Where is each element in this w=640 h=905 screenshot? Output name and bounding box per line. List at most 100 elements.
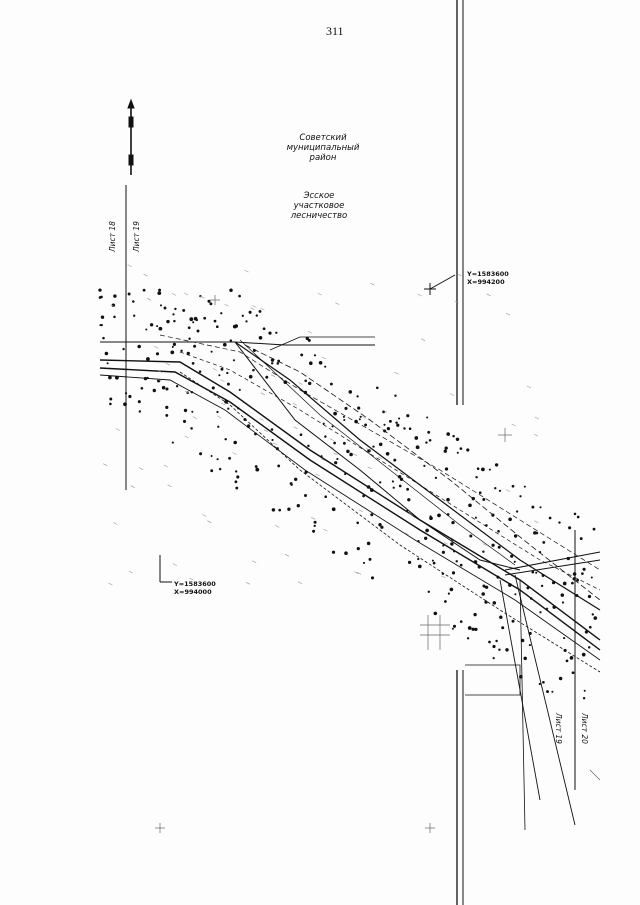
tree-dot — [122, 347, 125, 351]
hatch-stroke — [113, 522, 118, 525]
hatch-stroke — [127, 264, 132, 267]
tree-dot — [192, 321, 195, 324]
tree-dot — [469, 534, 473, 538]
tree-dot — [172, 313, 175, 316]
tree-dot — [366, 485, 371, 489]
tree-dot — [407, 560, 412, 565]
tree-dot — [313, 524, 316, 528]
hatch-stroke — [217, 415, 222, 419]
tree-dot — [488, 468, 491, 471]
tree-dot — [210, 350, 213, 353]
tree-dot — [383, 423, 386, 426]
tree-dot — [484, 600, 488, 604]
tree-dot — [199, 452, 203, 456]
hatch-stroke — [417, 293, 422, 297]
tree-dot — [270, 362, 274, 365]
tree-dot — [238, 294, 241, 298]
tree-dot — [447, 592, 450, 595]
tree-dot — [238, 388, 241, 391]
hatch-stroke — [260, 307, 265, 311]
hatch-stroke — [128, 570, 133, 574]
tree-dot — [287, 507, 291, 511]
tree-dot — [572, 572, 577, 576]
tree-dot — [265, 375, 269, 379]
tree-dot — [156, 325, 159, 328]
tree-dot — [275, 331, 278, 334]
tree-dot — [137, 344, 141, 349]
tree-dot — [254, 432, 257, 436]
tree-dot — [106, 362, 109, 365]
tree-dot — [592, 527, 596, 531]
tree-dot — [333, 441, 336, 445]
tree-dot — [566, 556, 570, 561]
hatch-stroke — [321, 458, 326, 462]
tree-dot — [247, 424, 251, 428]
tree-dot — [482, 498, 486, 501]
tree-dot — [573, 512, 577, 516]
hatch-stroke — [315, 473, 320, 477]
hatch-stroke — [163, 464, 168, 468]
hatch-stroke — [270, 374, 276, 377]
tree-dot — [172, 342, 176, 346]
tree-dot — [278, 508, 282, 512]
tree-dot — [383, 429, 387, 433]
tree-dot — [476, 467, 480, 470]
tree-dot — [109, 397, 113, 401]
tree-dot — [452, 624, 457, 628]
tree-dot — [170, 350, 175, 355]
tree-dot — [560, 593, 565, 597]
tree-dot — [491, 513, 495, 517]
tree-dot — [459, 447, 463, 450]
tree-dot — [182, 308, 186, 312]
tree-dot — [262, 327, 266, 331]
hatch-stroke — [454, 300, 459, 304]
tree-dot — [513, 560, 516, 563]
tree-dot — [582, 696, 586, 700]
tree-dot — [414, 436, 419, 440]
tree-dot — [498, 489, 502, 492]
tree-dot — [491, 543, 495, 547]
tree-dot — [211, 386, 215, 390]
hatch-stroke — [356, 572, 362, 575]
tree-dot — [276, 362, 280, 365]
tree-dot — [322, 422, 325, 425]
tree-dot — [157, 291, 162, 295]
tree-dot — [443, 449, 447, 453]
tree-dot — [581, 572, 584, 575]
tree-dot — [369, 488, 374, 492]
hatch-stroke — [263, 429, 268, 432]
hatch-stroke — [284, 554, 290, 557]
tree-dot — [483, 585, 486, 588]
tree-dot — [207, 299, 211, 303]
vegetation-hatching — [103, 264, 539, 586]
coord-label-bottom-left: Y=1583600 X=994000 — [174, 580, 216, 596]
hatch-stroke — [189, 577, 194, 581]
hatch-stroke — [252, 560, 257, 564]
tree-dot — [304, 494, 307, 497]
tree-dot — [558, 676, 563, 681]
tree-dot — [452, 550, 456, 553]
tree-dot — [515, 510, 519, 513]
hatch-stroke — [207, 520, 212, 523]
tree-dot — [444, 467, 449, 471]
tree-dot — [505, 648, 509, 652]
tree-dot — [452, 434, 455, 438]
hatch-stroke — [154, 346, 159, 349]
tree-dot — [189, 317, 194, 322]
hatch-stroke — [534, 416, 539, 420]
hatch-stroke — [441, 575, 446, 579]
hatch-stroke — [321, 356, 326, 360]
tree-dot — [245, 320, 248, 323]
hatch-stroke — [333, 452, 338, 456]
tree-dot — [569, 656, 574, 660]
tree-dot — [535, 571, 538, 574]
tree-dot — [467, 626, 472, 630]
vegetation-dots — [98, 288, 598, 700]
tree-dot — [191, 362, 195, 365]
hatch-stroke — [365, 448, 371, 451]
tree-dot — [446, 432, 451, 436]
tree-dot — [593, 616, 598, 620]
tree-dot — [571, 671, 575, 675]
tree-dot — [423, 464, 426, 467]
hatch-stroke — [147, 298, 152, 301]
